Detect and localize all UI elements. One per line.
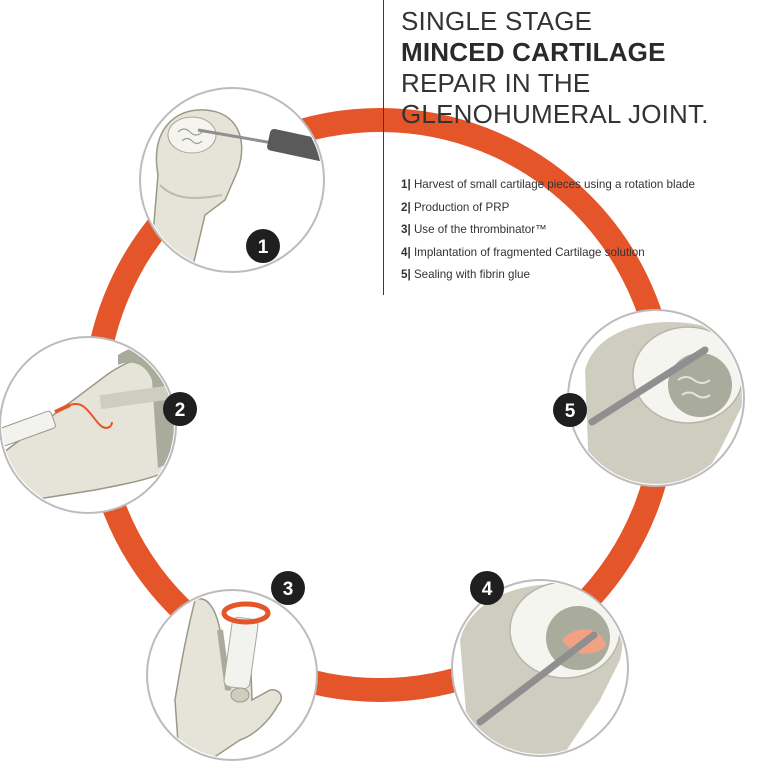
step-text: Implantation of fragmented Cartilage sol…	[414, 246, 645, 259]
title-line-3: REPAIR IN THE	[401, 68, 751, 99]
step-number: 3|	[401, 223, 411, 236]
step-3-illustration	[147, 590, 317, 770]
step-item-5: 5| Sealing with fibrin glue	[401, 264, 756, 287]
step-badge-4: 4	[470, 571, 504, 605]
steps-list: 1| Harvest of small cartilage pieces usi…	[401, 174, 756, 287]
step-text: Use of the thrombinator™	[414, 223, 547, 236]
title-line-4: GLENOHUMERAL JOINT.	[401, 99, 751, 130]
diagram-title: SINGLE STAGE MINCED CARTILAGE REPAIR IN …	[401, 6, 751, 130]
step-badge-1-label: 1	[258, 237, 269, 258]
step-2-illustration	[0, 337, 176, 513]
step-item-1: 1| Harvest of small cartilage pieces usi…	[401, 174, 756, 197]
step-badge-2: 2	[163, 392, 197, 426]
step-text: Production of PRP	[414, 201, 509, 214]
step-4-illustration	[452, 580, 628, 760]
step-badge-2-label: 2	[175, 400, 186, 421]
step-1-illustration	[140, 88, 328, 272]
step-badge-5: 5	[553, 393, 587, 427]
vertical-divider	[383, 0, 384, 295]
step-item-4: 4| Implantation of fragmented Cartilage …	[401, 242, 756, 265]
step-item-2: 2| Production of PRP	[401, 197, 756, 220]
title-line-1: SINGLE STAGE	[401, 6, 751, 37]
step-text: Harvest of small cartilage pieces using …	[414, 178, 695, 191]
step-number: 1|	[401, 178, 411, 191]
step-badge-3: 3	[271, 571, 305, 605]
step-number: 4|	[401, 246, 411, 259]
step-badge-3-label: 3	[283, 579, 294, 600]
step-badge-4-label: 4	[482, 579, 493, 600]
step-number: 5|	[401, 268, 411, 281]
title-line-2: MINCED CARTILAGE	[401, 37, 751, 68]
step-text: Sealing with fibrin glue	[414, 268, 530, 281]
step-5-illustration	[568, 310, 748, 500]
step-number: 2|	[401, 201, 411, 214]
step-item-3: 3| Use of the thrombinator™	[401, 219, 756, 242]
step-badge-1: 1	[246, 229, 280, 263]
step-badge-5-label: 5	[565, 401, 576, 422]
